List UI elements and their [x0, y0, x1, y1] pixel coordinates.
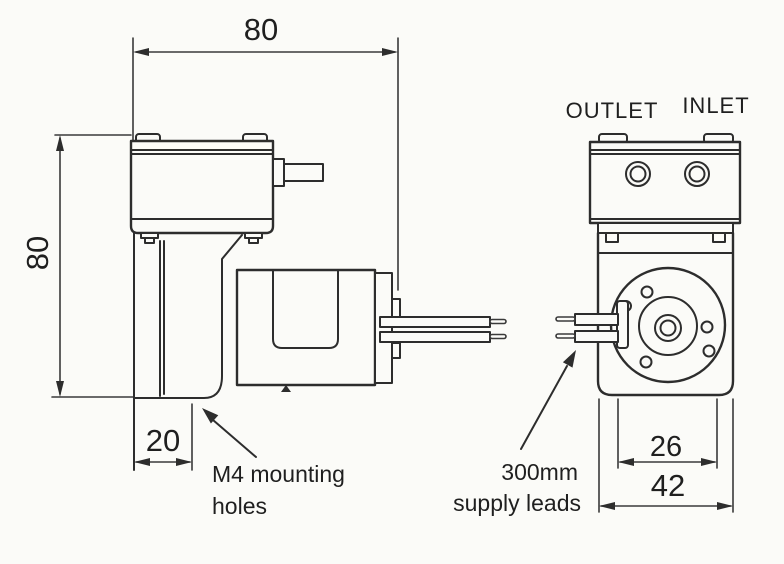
dim-arrow	[134, 458, 150, 466]
dim-label-foot-offset: 20	[145, 423, 181, 458]
brush-housing	[391, 342, 401, 359]
lead-wire-tip	[555, 316, 576, 322]
shaft	[659, 319, 677, 337]
dim-arrow	[618, 458, 634, 466]
leads-note-line1: 300mm	[501, 459, 578, 485]
mounting-note-line1: M4 mounting	[212, 461, 345, 487]
leader-arrowhead	[562, 350, 576, 368]
leader-arrowhead	[202, 408, 219, 424]
supply-lead	[379, 331, 491, 343]
motor-body	[235, 268, 377, 387]
foot-screw	[144, 237, 155, 244]
lead-wire-tip	[489, 333, 507, 340]
face-hole	[702, 344, 716, 358]
flange-tab	[605, 232, 619, 243]
inlet-port-bore	[688, 165, 706, 183]
outlet-label: OUTLET	[565, 98, 659, 123]
dim-arrow	[176, 458, 192, 466]
motor-face-inner	[638, 296, 698, 356]
flange-tab	[712, 232, 726, 243]
supply-lead	[574, 330, 619, 343]
inlet-port	[684, 161, 710, 187]
port-stub	[272, 158, 285, 187]
supply-lead	[574, 313, 619, 326]
dim-label-top-width: 80	[243, 12, 279, 47]
side-view	[51, 37, 507, 471]
brush-housing	[391, 298, 401, 318]
bracket-outline	[133, 234, 243, 399]
dim-arrow	[599, 502, 615, 510]
mounting-note-line2: holes	[212, 493, 267, 519]
supply-lead	[379, 316, 491, 328]
dim-arrow	[56, 135, 64, 151]
lead-wire-tip	[555, 333, 576, 339]
flange-strip	[597, 222, 734, 234]
front-view	[520, 133, 742, 513]
center-mark	[281, 385, 291, 392]
leader-line-leads	[520, 365, 568, 450]
outlet-port-bore	[629, 165, 647, 183]
pump-head-outline	[588, 140, 742, 225]
dim-label-overall-width: 42	[650, 468, 686, 503]
lead-wire-tip	[489, 318, 507, 325]
dim-label-hole-spacing: 26	[649, 431, 683, 463]
dim-arrow	[382, 48, 398, 56]
dim-arrow	[133, 48, 149, 56]
dim-arrow	[56, 381, 64, 397]
leader-line-m4	[212, 419, 257, 458]
dim-label-height: 80	[20, 235, 55, 271]
face-hole	[700, 320, 714, 334]
port-nozzle	[283, 163, 324, 182]
dim-arrow	[701, 458, 717, 466]
pump-head-outline	[129, 139, 275, 235]
outlet-port	[625, 161, 651, 187]
shaft-hub	[654, 314, 682, 342]
dim-arrow	[717, 502, 733, 510]
leads-note-line2: supply leads	[453, 490, 581, 516]
face-hole	[640, 285, 654, 299]
face-hole	[639, 355, 653, 369]
inlet-label: INLET	[682, 93, 750, 118]
body-outline	[596, 231, 735, 397]
foot-screw	[248, 237, 259, 244]
motor-window	[272, 269, 339, 349]
